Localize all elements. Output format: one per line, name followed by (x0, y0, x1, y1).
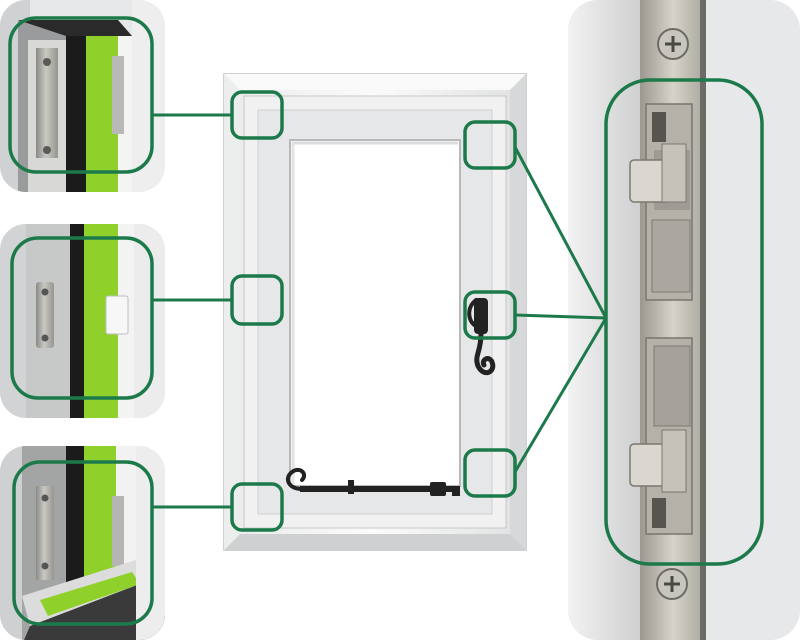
monkey-tail-handle-icon (467, 298, 496, 376)
bottom-hinge-photo (0, 446, 165, 640)
marker-bottom-right (463, 448, 517, 498)
connector-top-right (513, 146, 608, 319)
screw-icon (41, 288, 49, 296)
screw-icon (43, 146, 51, 154)
lock-keeper-icon (629, 103, 693, 301)
lock-keeper-icon (105, 295, 129, 335)
top-hinge-photo (0, 0, 165, 192)
marker-mid-right (463, 290, 517, 340)
casement-window-icon (223, 73, 527, 551)
screw-icon (41, 334, 49, 342)
callout-frame-middle-keeper (10, 236, 154, 400)
callout-connectors (152, 113, 608, 509)
callout-frame-top-hinge (8, 16, 154, 174)
callout-frame-locking-strip (604, 78, 764, 566)
screw-icon (657, 28, 689, 60)
connector-mid-right (514, 313, 607, 320)
middle-keeper-photo (0, 224, 165, 418)
lock-keeper-icon (629, 337, 693, 535)
screw-icon (43, 58, 51, 66)
marker-mid-left (230, 274, 284, 326)
screw-icon (41, 562, 49, 570)
marker-top-right (463, 120, 517, 170)
screw-icon (41, 494, 49, 502)
connector-bottom-right (513, 317, 608, 473)
marker-top-left (230, 90, 284, 140)
dark-seal (66, 36, 86, 192)
locking-strip-photo (568, 0, 800, 640)
marker-bottom-left (230, 482, 284, 532)
glass-pane (289, 139, 461, 487)
screw-icon (656, 568, 688, 600)
window-stay-icon (285, 467, 460, 496)
callout-frame-bottom-hinge (12, 460, 154, 626)
keeper-strip (640, 0, 706, 640)
